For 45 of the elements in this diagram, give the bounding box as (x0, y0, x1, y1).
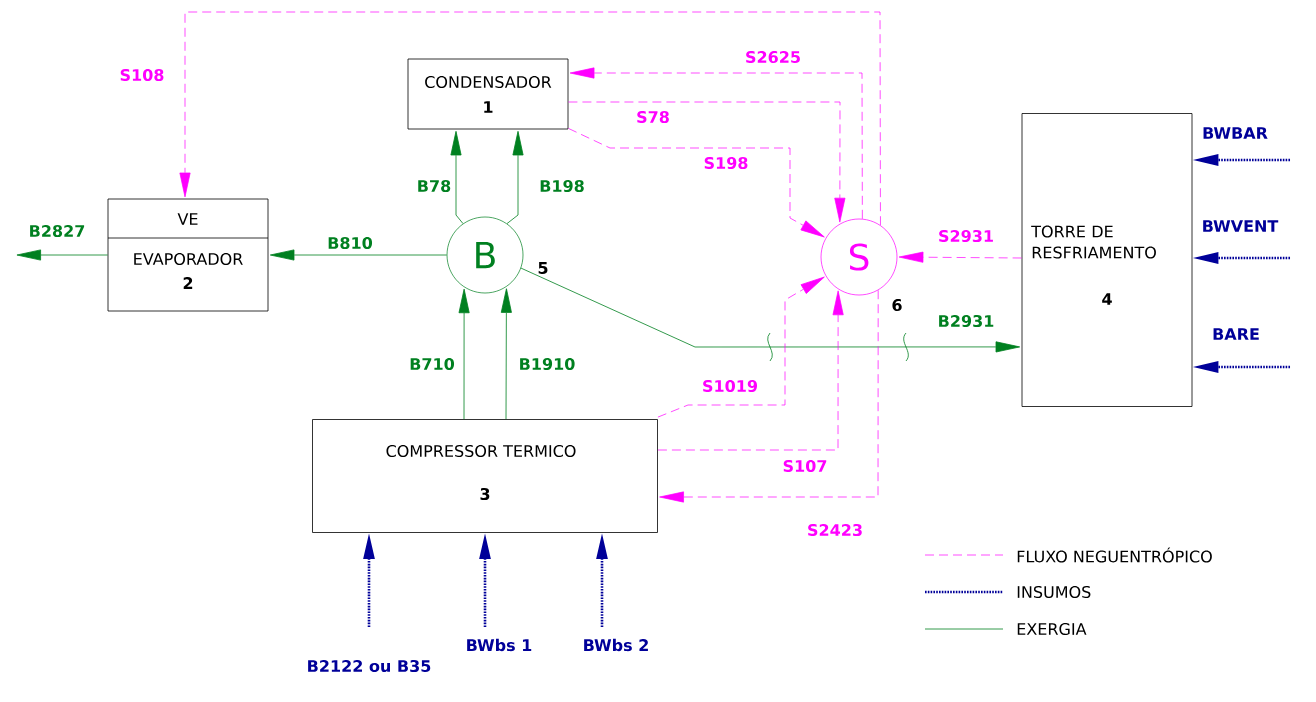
arrow (520, 267, 1021, 353)
edge-label: B1910 (517, 356, 577, 372)
edge-label: B198 (538, 178, 586, 194)
process-box: COMPRESSOR TERMICO 3 (312, 419, 658, 533)
legend-label: EXERGIA (1017, 622, 1087, 636)
edge-label: B78 (415, 178, 453, 194)
arrow (269, 249, 448, 261)
arrow (569, 67, 863, 220)
edge-label: S2423 (806, 522, 865, 538)
arrow (898, 251, 1022, 263)
arrow (657, 290, 844, 451)
arrow (568, 128, 825, 238)
legend-label: INSUMOS (1017, 585, 1091, 599)
edge-label: BWVENT (1200, 219, 1280, 233)
node-number: 6 (892, 298, 902, 312)
arrow (568, 101, 846, 223)
edge-label: B2122 ou B35 (305, 658, 433, 674)
arrow (458, 288, 470, 420)
arrow (657, 276, 825, 418)
arrow (659, 289, 879, 503)
edge-label: B810 (326, 235, 374, 251)
node-number: 5 (538, 262, 548, 274)
edge-label: S198 (702, 155, 750, 171)
process-box: VE EVAPORADOR 2 (107, 198, 269, 312)
edge-label: S107 (781, 458, 829, 474)
edge-label: S2625 (744, 49, 803, 65)
edge-label: S2931 (937, 228, 996, 244)
arrow (506, 130, 524, 224)
edge-label: B710 (408, 356, 456, 372)
arrow (179, 11, 881, 226)
edge-label: B2931 (936, 313, 996, 329)
edge-label: BWbs 1 (464, 637, 534, 653)
edge-label: S78 (635, 109, 671, 125)
edge-label: S1019 (701, 378, 760, 394)
process-box: CONDENSADOR 1 (407, 58, 569, 130)
arrow (16, 249, 108, 261)
arrow (500, 288, 512, 420)
edge-label: S108 (118, 67, 166, 83)
legend-label: FLUXO NEGUENTRÓPICO (1017, 547, 1212, 563)
process-box: TORRE DE RESFRIAMENTO 4 (1021, 113, 1193, 407)
arrow (450, 130, 464, 224)
edge-label: BWBAR (1201, 126, 1269, 140)
edge-label: B2827 (27, 223, 87, 239)
edge-label: BWbs 2 (581, 637, 651, 653)
edge-label: BARE (1211, 327, 1261, 341)
